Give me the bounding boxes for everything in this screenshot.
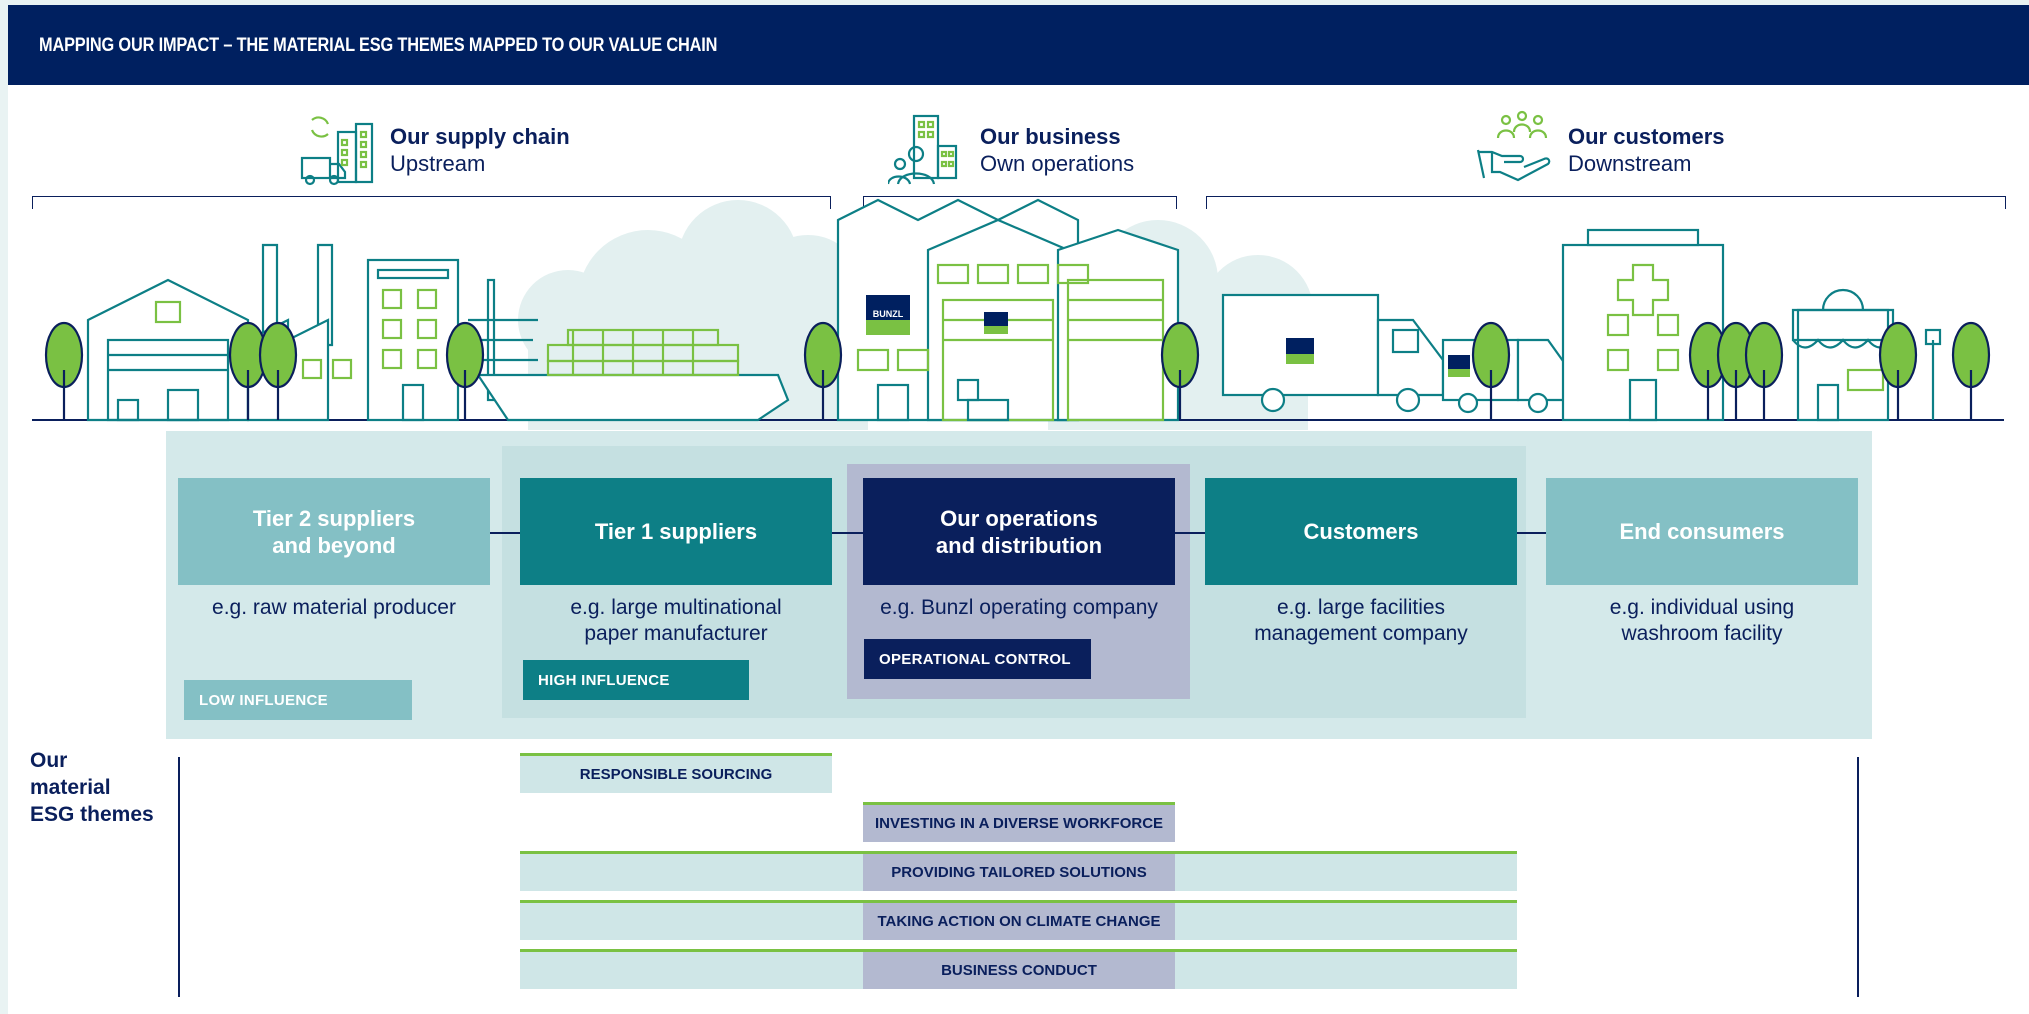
box-tier-1-suppliers: Tier 1 suppliers (520, 478, 832, 585)
trees (44, 321, 1991, 420)
bunzl-logo-text: BUNZL (873, 309, 904, 319)
theme-investing-label: INVESTING IN A DIVERSE WORKFORCE (874, 815, 1164, 832)
low-influence-tag: LOW INFLUENCE (184, 680, 412, 720)
header-band: MAPPING OUR IMPACT – THE MATERIAL ESG TH… (8, 5, 2029, 85)
box-tier-2-suppliers: Tier 2 suppliers and beyond (178, 478, 490, 585)
theme-investing-diverse-workforce: INVESTING IN A DIVERSE WORKFORCE (863, 802, 1175, 842)
desc-our-operations: e.g. Bunzl operating company (880, 596, 1158, 619)
theme-tailored-solutions-center: PROVIDING TAILORED SOLUTIONS (863, 854, 1175, 891)
page-title: MAPPING OUR IMPACT – THE MATERIAL ESG TH… (39, 35, 718, 56)
material-esg-themes-label: Our material ESG themes (30, 749, 154, 826)
desc-customers: e.g. large facilities management company (1254, 596, 1468, 645)
box-end-consumers: End consumers (1546, 478, 1858, 585)
customers-hand-icon (1476, 110, 1551, 182)
box-our-operations: Our operations and distribution (863, 478, 1175, 585)
business-buildings-icon (888, 114, 958, 185)
box-customers: Customers (1205, 478, 1517, 585)
supply-chain-icon (300, 116, 374, 186)
theme-responsible-sourcing: RESPONSIBLE SOURCING (520, 753, 832, 793)
customers-title: Our customers (1568, 124, 1725, 149)
business-title: Our business (980, 124, 1121, 149)
themes-right-rule (1857, 757, 1859, 997)
theme-tailored-solutions-label: PROVIDING TAILORED SOLUTIONS (891, 864, 1147, 881)
theme-climate-change-label: TAKING ACTION ON CLIMATE CHANGE (877, 913, 1161, 930)
desc-end-consumers: e.g. individual using washroom facility (1609, 596, 1795, 645)
theme-business-conduct-center: BUSINESS CONDUCT (863, 952, 1175, 989)
bunzl-logo-warehouse: BUNZL (866, 295, 910, 335)
customers-bracket (1206, 196, 2006, 209)
desc-tier-1-suppliers: e.g. large multinational paper manufactu… (570, 596, 782, 645)
supply-chain-title: Our supply chain (390, 124, 570, 149)
theme-responsible-sourcing-label: RESPONSIBLE SOURCING (579, 766, 773, 783)
operational-control-tag: OPERATIONAL CONTROL (864, 639, 1091, 679)
theme-business-conduct-label: BUSINESS CONDUCT (941, 962, 1097, 979)
high-influence-tag: HIGH INFLUENCE (523, 660, 749, 700)
value-chain-illustration: BUNZL (32, 198, 2004, 430)
bunzl-logo-warehouse-small (984, 312, 1008, 334)
customers-subtitle: Downstream (1568, 151, 1692, 176)
business-subtitle: Own operations (980, 151, 1135, 176)
business-bracket (863, 196, 1177, 209)
themes-left-rule (178, 757, 180, 997)
theme-climate-change-center: TAKING ACTION ON CLIMATE CHANGE (863, 903, 1175, 940)
page: MAPPING OUR IMPACT – THE MATERIAL ESG TH… (8, 5, 2029, 1014)
supply-chain-subtitle: Upstream (390, 151, 486, 176)
supply-chain-bracket (32, 196, 831, 209)
desc-tier-2-suppliers: e.g. raw material producer (212, 596, 456, 619)
